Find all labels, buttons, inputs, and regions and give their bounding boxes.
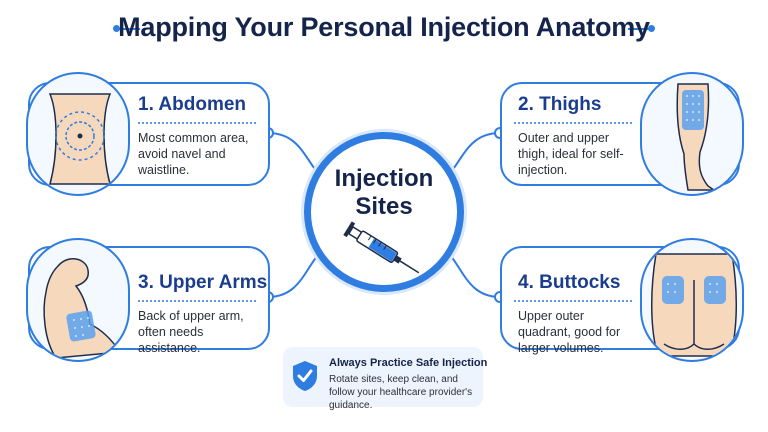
buttocks-illustration bbox=[640, 238, 744, 362]
title-rule-right bbox=[628, 28, 650, 30]
title-row: Mapping Your Personal Injection Anatomy bbox=[0, 8, 768, 44]
shield-check-icon bbox=[293, 361, 317, 391]
upper-arm-illustration bbox=[26, 238, 130, 362]
safety-note: Always Practice Safe Injection Rotate si… bbox=[283, 347, 487, 411]
safety-title: Always Practice Safe Injection bbox=[329, 357, 488, 369]
site-text-abdomen: Most common area, avoid navel and waistl… bbox=[138, 131, 249, 177]
site-divider-upper-arms bbox=[138, 300, 256, 302]
site-heading-buttocks: 4. Buttocks bbox=[518, 272, 621, 293]
site-text-upper-arms: Back of upper arm, often needs assistanc… bbox=[138, 309, 244, 355]
site-heading-abdomen: 1. Abdomen bbox=[138, 94, 247, 115]
site-text-buttocks: Upper outer quadrant, good for larger vo… bbox=[518, 309, 621, 355]
title-rule-left bbox=[118, 28, 140, 30]
abdomen-illustration bbox=[26, 72, 130, 196]
site-divider-buttocks bbox=[514, 300, 632, 302]
site-divider-thighs bbox=[514, 122, 632, 124]
site-text-thighs: Outer and upper thigh, ideal for self-in… bbox=[518, 131, 624, 177]
thigh-illustration bbox=[640, 72, 744, 196]
page-title: Mapping Your Personal Injection Anatomy bbox=[118, 12, 650, 42]
syringe-icon bbox=[343, 221, 420, 274]
site-heading-thighs: 2. Thighs bbox=[518, 94, 602, 115]
site-divider-abdomen bbox=[138, 122, 256, 124]
center-title-line2: Sites bbox=[355, 193, 413, 220]
center-title-line1: Injection bbox=[334, 165, 434, 192]
center-hub: Injection Sites bbox=[304, 132, 464, 292]
title-dot-left bbox=[113, 25, 120, 32]
safety-text: Rotate sites, keep clean, and follow you… bbox=[329, 374, 473, 411]
site-heading-upper-arms: 3. Upper Arms bbox=[138, 272, 268, 293]
title-dot-right bbox=[648, 25, 655, 32]
